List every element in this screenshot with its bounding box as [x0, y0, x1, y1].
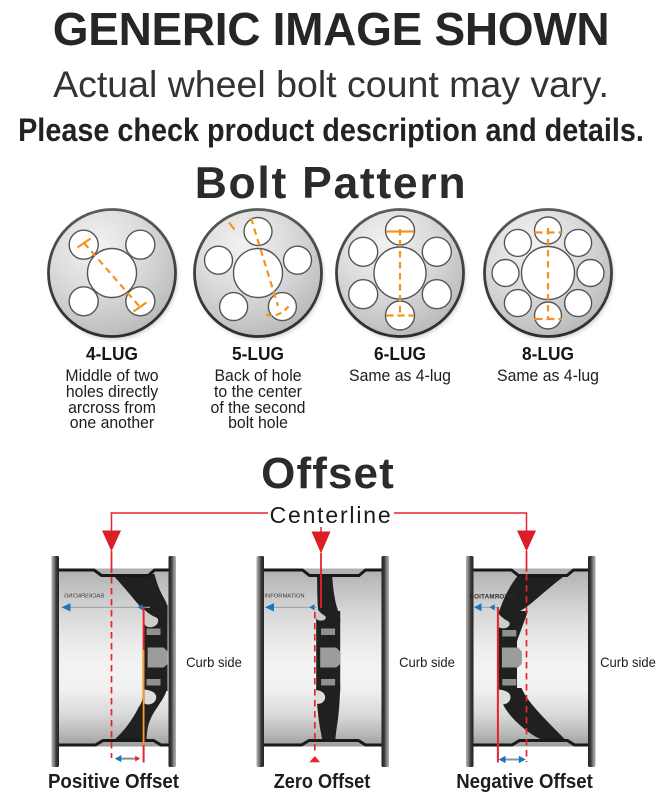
svg-text:INFORMATION: INFORMATION	[264, 594, 304, 600]
svg-text:INFORMATION: INFORMATION	[469, 594, 515, 601]
svg-text:BACKSPACING: BACKSPACING	[64, 594, 104, 600]
